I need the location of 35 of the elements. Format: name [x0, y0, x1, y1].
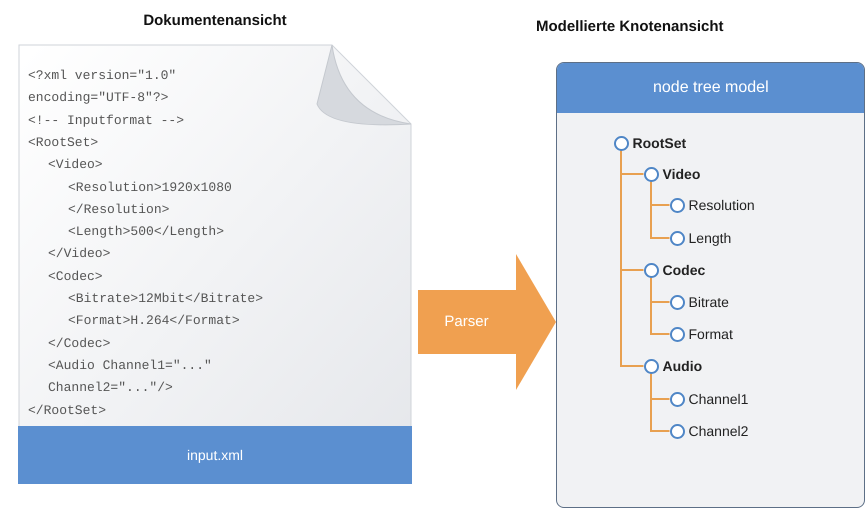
tree-node-label: RootSet: [632, 135, 686, 151]
code-line: encoding="UTF-8"?>: [28, 90, 168, 106]
code-line: <Resolution>1920x1080: [68, 180, 232, 196]
tree-node-label: Length: [688, 230, 732, 246]
block-arrow: [418, 254, 556, 390]
tree-connector: [650, 374, 670, 432]
code-line: Channel2="..."/>: [48, 380, 173, 396]
code-line: </RootSet>: [28, 402, 106, 418]
tree-node-label: Video: [662, 166, 700, 182]
view-heading: Dokumentenansicht: [142, 12, 288, 29]
code-line: <Audio Channel1="...": [48, 358, 212, 374]
tree-connector: [620, 150, 644, 367]
code-line: </Resolution>: [68, 202, 170, 218]
code-line: <Codec>: [48, 268, 103, 285]
code-line: <Length>500</Length>: [68, 224, 224, 240]
file-name-bar: input.xml: [18, 426, 412, 484]
view-heading: Modellierte Knotenansicht: [536, 18, 724, 35]
tree-node-label: Channel2: [688, 423, 748, 439]
code-line: <Bitrate>12Mbit</Bitrate>: [68, 291, 264, 307]
tree-node-label: Resolution: [688, 197, 755, 213]
tree-node-label: Bitrate: [688, 294, 729, 310]
header-bar: node tree model: [557, 63, 864, 113]
code-line: <!-- Inputformat -->: [28, 112, 184, 129]
tree-node-label: Codec: [662, 262, 706, 278]
code-line: <RootSet>: [28, 134, 98, 151]
code-line: <Video>: [48, 157, 103, 174]
edge-label: Parser: [443, 313, 490, 331]
tree-node-label: Format: [688, 326, 733, 342]
code-line: </Video>: [48, 246, 110, 262]
tree-node-label: Channel1: [688, 391, 748, 407]
tree-connector: [650, 278, 670, 335]
code-line: <?xml version="1.0": [28, 68, 176, 84]
code-line: </Codec>: [48, 336, 110, 352]
tree-node-label: Audio: [662, 358, 702, 374]
code-line: <Format>H.264</Format>: [68, 313, 240, 330]
